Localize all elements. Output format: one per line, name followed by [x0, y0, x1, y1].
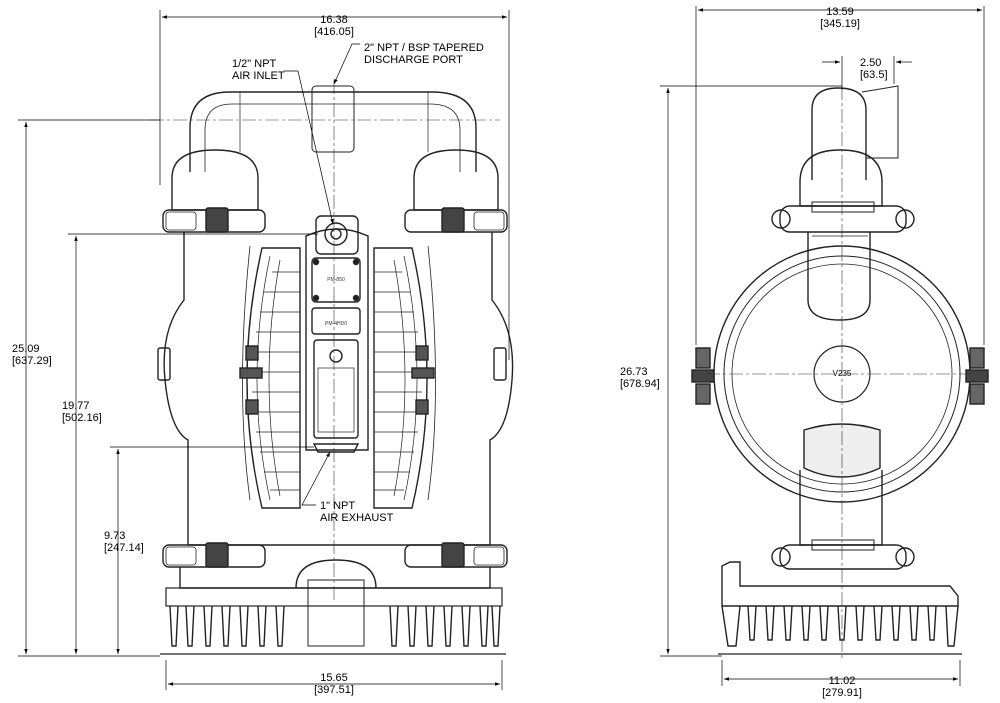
dim-side-height-mm: [678.94]: [620, 378, 660, 390]
dim-side-width: 13.59 [345.19]: [820, 6, 860, 30]
right-air-chamber: [373, 247, 435, 509]
dim-side-height: 26.73 [678.94]: [620, 366, 660, 390]
clamp-upper-left: [162, 207, 266, 233]
centerlines: [150, 80, 980, 660]
dim-front-width: 16.38 [416.05]: [314, 14, 354, 38]
callout-air-inlet: 1/2" NPT AIR INLET: [232, 58, 285, 82]
side-base: [718, 561, 962, 655]
clamp-lower-left: [162, 542, 266, 568]
dim-front-height-mm: [637.29]: [12, 355, 52, 367]
dim-inlet-height: 19.77 [502.16]: [62, 400, 102, 424]
clamp-upper-right: [404, 207, 508, 233]
plate-upper-label: PM-850: [327, 277, 345, 283]
center-air-valve: [305, 215, 369, 453]
dim-inlet-height-mm: [502.16]: [62, 412, 102, 424]
side-bolts-left: [691, 347, 715, 405]
dim-discharge-offset-in: 2.50: [860, 57, 882, 69]
dim-side-width-mm: [345.19]: [820, 18, 860, 30]
callout-exhaust-line2: AIR EXHAUST: [320, 512, 394, 524]
side-clamp-upper: [771, 201, 915, 237]
dim-exhaust-height: 9.73 [247.14]: [104, 530, 144, 554]
plate-lower-label: PM-4HD0: [325, 321, 347, 327]
dim-front-width-in: 16.38: [320, 14, 348, 26]
callout-exhaust: 1" NPT AIR EXHAUST: [320, 500, 393, 524]
dim-discharge-offset: 2.50 [63.5]: [860, 57, 888, 81]
front-view: [157, 85, 514, 655]
dim-side-width-in: 13.59: [826, 6, 854, 18]
dim-side-base-depth-mm: [279.91]: [822, 687, 862, 699]
left-air-chamber: [239, 247, 301, 509]
dimension-lines: [18, 6, 985, 690]
callout-discharge-line2: DISCHARGE PORT: [364, 54, 463, 66]
callout-air-inlet-line1: 1/2" NPT: [232, 58, 277, 70]
dim-front-height-in: 25.09: [12, 343, 40, 355]
dim-exhaust-height-in: 9.73: [104, 530, 126, 542]
dim-side-height-in: 26.73: [620, 366, 648, 378]
dim-front-base-width-mm: [397.51]: [314, 684, 354, 696]
dim-front-base-width-in: 15.65: [320, 672, 348, 684]
dim-front-height: 25.09 [637.29]: [12, 343, 52, 367]
callout-exhaust-line1: 1" NPT: [320, 500, 356, 512]
side-bolts-right: [965, 347, 989, 405]
side-center-label: V235: [832, 369, 852, 378]
dim-discharge-offset-mm: [63.5]: [860, 69, 888, 81]
side-clamp-lower: [771, 539, 915, 570]
dim-front-width-mm: [416.05]: [314, 26, 354, 38]
dim-front-base-width: 15.65 [397.51]: [314, 672, 354, 696]
front-base: [160, 587, 506, 655]
callout-air-inlet-line2: AIR INLET: [232, 70, 285, 82]
callout-leaders: [284, 43, 360, 506]
dim-side-base-depth: 11.02 [279.91]: [822, 675, 862, 699]
callout-discharge: 2" NPT / BSP TAPERED DISCHARGE PORT: [364, 42, 484, 66]
discharge-manifold: [189, 91, 477, 172]
dim-inlet-height-in: 19.77: [62, 400, 90, 412]
dim-side-base-depth-in: 11.02: [828, 675, 856, 687]
clamp-lower-right: [404, 542, 508, 568]
callout-discharge-line1: 2" NPT / BSP TAPERED: [364, 42, 484, 54]
dim-exhaust-height-mm: [247.14]: [104, 542, 144, 554]
